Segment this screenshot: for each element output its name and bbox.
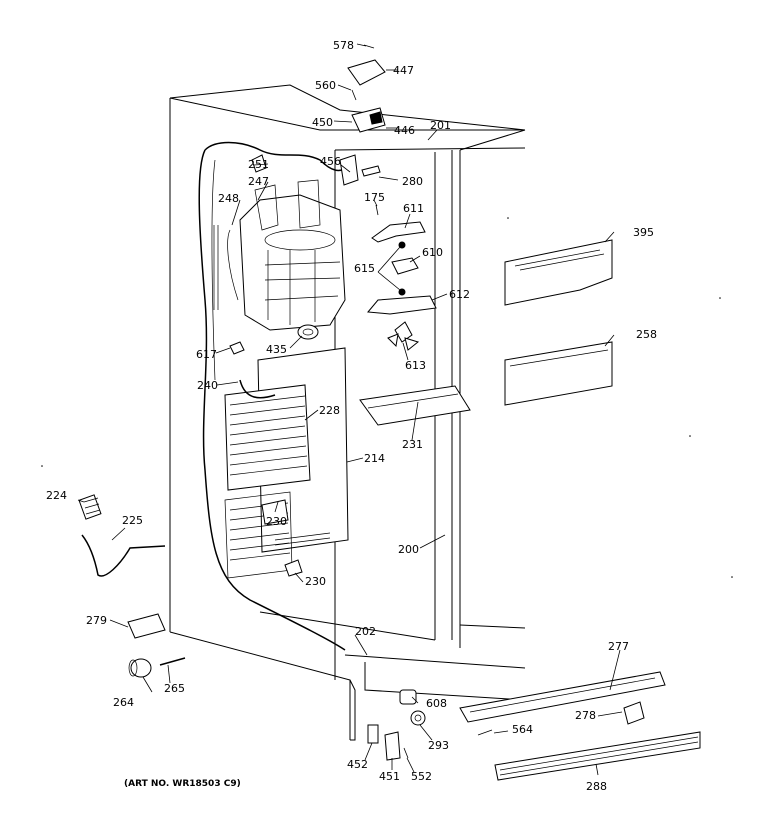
part-228-evaporator bbox=[224, 384, 311, 579]
part-552 bbox=[403, 747, 409, 759]
part-615-b bbox=[398, 288, 406, 296]
part-231-bracket bbox=[359, 385, 471, 426]
callout-201: 201 bbox=[430, 119, 451, 132]
callout-395: 395 bbox=[633, 226, 654, 239]
callout-labels: 578 447 560 450 446 201 456 251 280 247 … bbox=[46, 39, 657, 793]
callout-447: 447 bbox=[393, 64, 414, 77]
callout-202: 202 bbox=[355, 625, 376, 638]
part-225-tube bbox=[81, 534, 166, 577]
callout-231: 231 bbox=[402, 438, 423, 451]
callout-611: 611 bbox=[403, 202, 424, 215]
part-175 bbox=[375, 204, 379, 216]
callout-247: 247 bbox=[248, 175, 269, 188]
callout-608: 608 bbox=[426, 697, 447, 710]
callout-451: 451 bbox=[379, 770, 400, 783]
part-230-b bbox=[284, 559, 303, 577]
callout-230-upper: 230 bbox=[266, 515, 287, 528]
part-617 bbox=[229, 341, 245, 355]
callout-610: 610 bbox=[422, 246, 443, 259]
part-612 bbox=[367, 295, 437, 315]
part-608 bbox=[399, 689, 417, 705]
part-435 bbox=[297, 324, 319, 340]
part-240-heater bbox=[239, 379, 276, 399]
part-264 bbox=[128, 658, 152, 678]
callout-615: 615 bbox=[354, 262, 375, 275]
callout-240: 240 bbox=[197, 379, 218, 392]
part-452 bbox=[367, 724, 379, 744]
part-615-a bbox=[398, 241, 406, 249]
part-456 bbox=[339, 154, 359, 186]
part-578 bbox=[363, 44, 375, 49]
part-265 bbox=[159, 657, 186, 666]
part-560 bbox=[351, 89, 357, 101]
part-395-panel bbox=[504, 239, 613, 306]
callout-613: 613 bbox=[405, 359, 426, 372]
callout-224: 224 bbox=[46, 489, 67, 502]
callout-214: 214 bbox=[364, 452, 385, 465]
callout-446: 446 bbox=[394, 124, 415, 137]
callout-560: 560 bbox=[315, 79, 336, 92]
callout-564: 564 bbox=[512, 723, 533, 736]
callout-265: 265 bbox=[164, 682, 185, 695]
part-224 bbox=[78, 494, 102, 520]
callout-251: 251 bbox=[248, 158, 269, 171]
callout-612: 612 bbox=[449, 288, 470, 301]
callout-175: 175 bbox=[364, 191, 385, 204]
part-564 bbox=[477, 729, 493, 736]
callout-258: 258 bbox=[636, 328, 657, 341]
part-611 bbox=[371, 221, 426, 243]
part-277-rail bbox=[459, 671, 666, 723]
speckle-dots bbox=[41, 217, 733, 578]
part-279 bbox=[127, 613, 166, 639]
part-613-fan bbox=[387, 321, 420, 351]
part-280 bbox=[361, 165, 381, 177]
callout-293: 293 bbox=[428, 739, 449, 752]
callout-617: 617 bbox=[196, 348, 217, 361]
callout-277: 277 bbox=[608, 640, 629, 653]
callout-450: 450 bbox=[312, 116, 333, 129]
part-288-grille bbox=[494, 731, 701, 781]
part-278 bbox=[623, 701, 645, 725]
part-451 bbox=[384, 731, 401, 761]
part-446 bbox=[351, 107, 386, 133]
part-610 bbox=[391, 257, 419, 275]
callout-552: 552 bbox=[411, 770, 432, 783]
art-number: (ART NO. WR18503 C9) bbox=[124, 779, 241, 789]
callout-452: 452 bbox=[347, 758, 368, 771]
callout-280: 280 bbox=[402, 175, 423, 188]
leader-lines bbox=[77, 43, 623, 776]
callout-435: 435 bbox=[266, 343, 287, 356]
callout-230-lower: 230 bbox=[305, 575, 326, 588]
callout-228: 228 bbox=[319, 404, 340, 417]
part-258-cover bbox=[504, 341, 613, 406]
callout-264: 264 bbox=[113, 696, 134, 709]
callout-248: 248 bbox=[218, 192, 239, 205]
callout-288: 288 bbox=[586, 780, 607, 793]
part-293 bbox=[410, 710, 426, 726]
ice-maker-assembly bbox=[213, 154, 346, 331]
callout-200: 200 bbox=[398, 543, 419, 556]
callout-279: 279 bbox=[86, 614, 107, 627]
callout-225: 225 bbox=[122, 514, 143, 527]
part-447 bbox=[347, 59, 386, 86]
callout-456: 456 bbox=[320, 155, 341, 168]
callout-578: 578 bbox=[333, 39, 354, 52]
callout-278: 278 bbox=[575, 709, 596, 722]
